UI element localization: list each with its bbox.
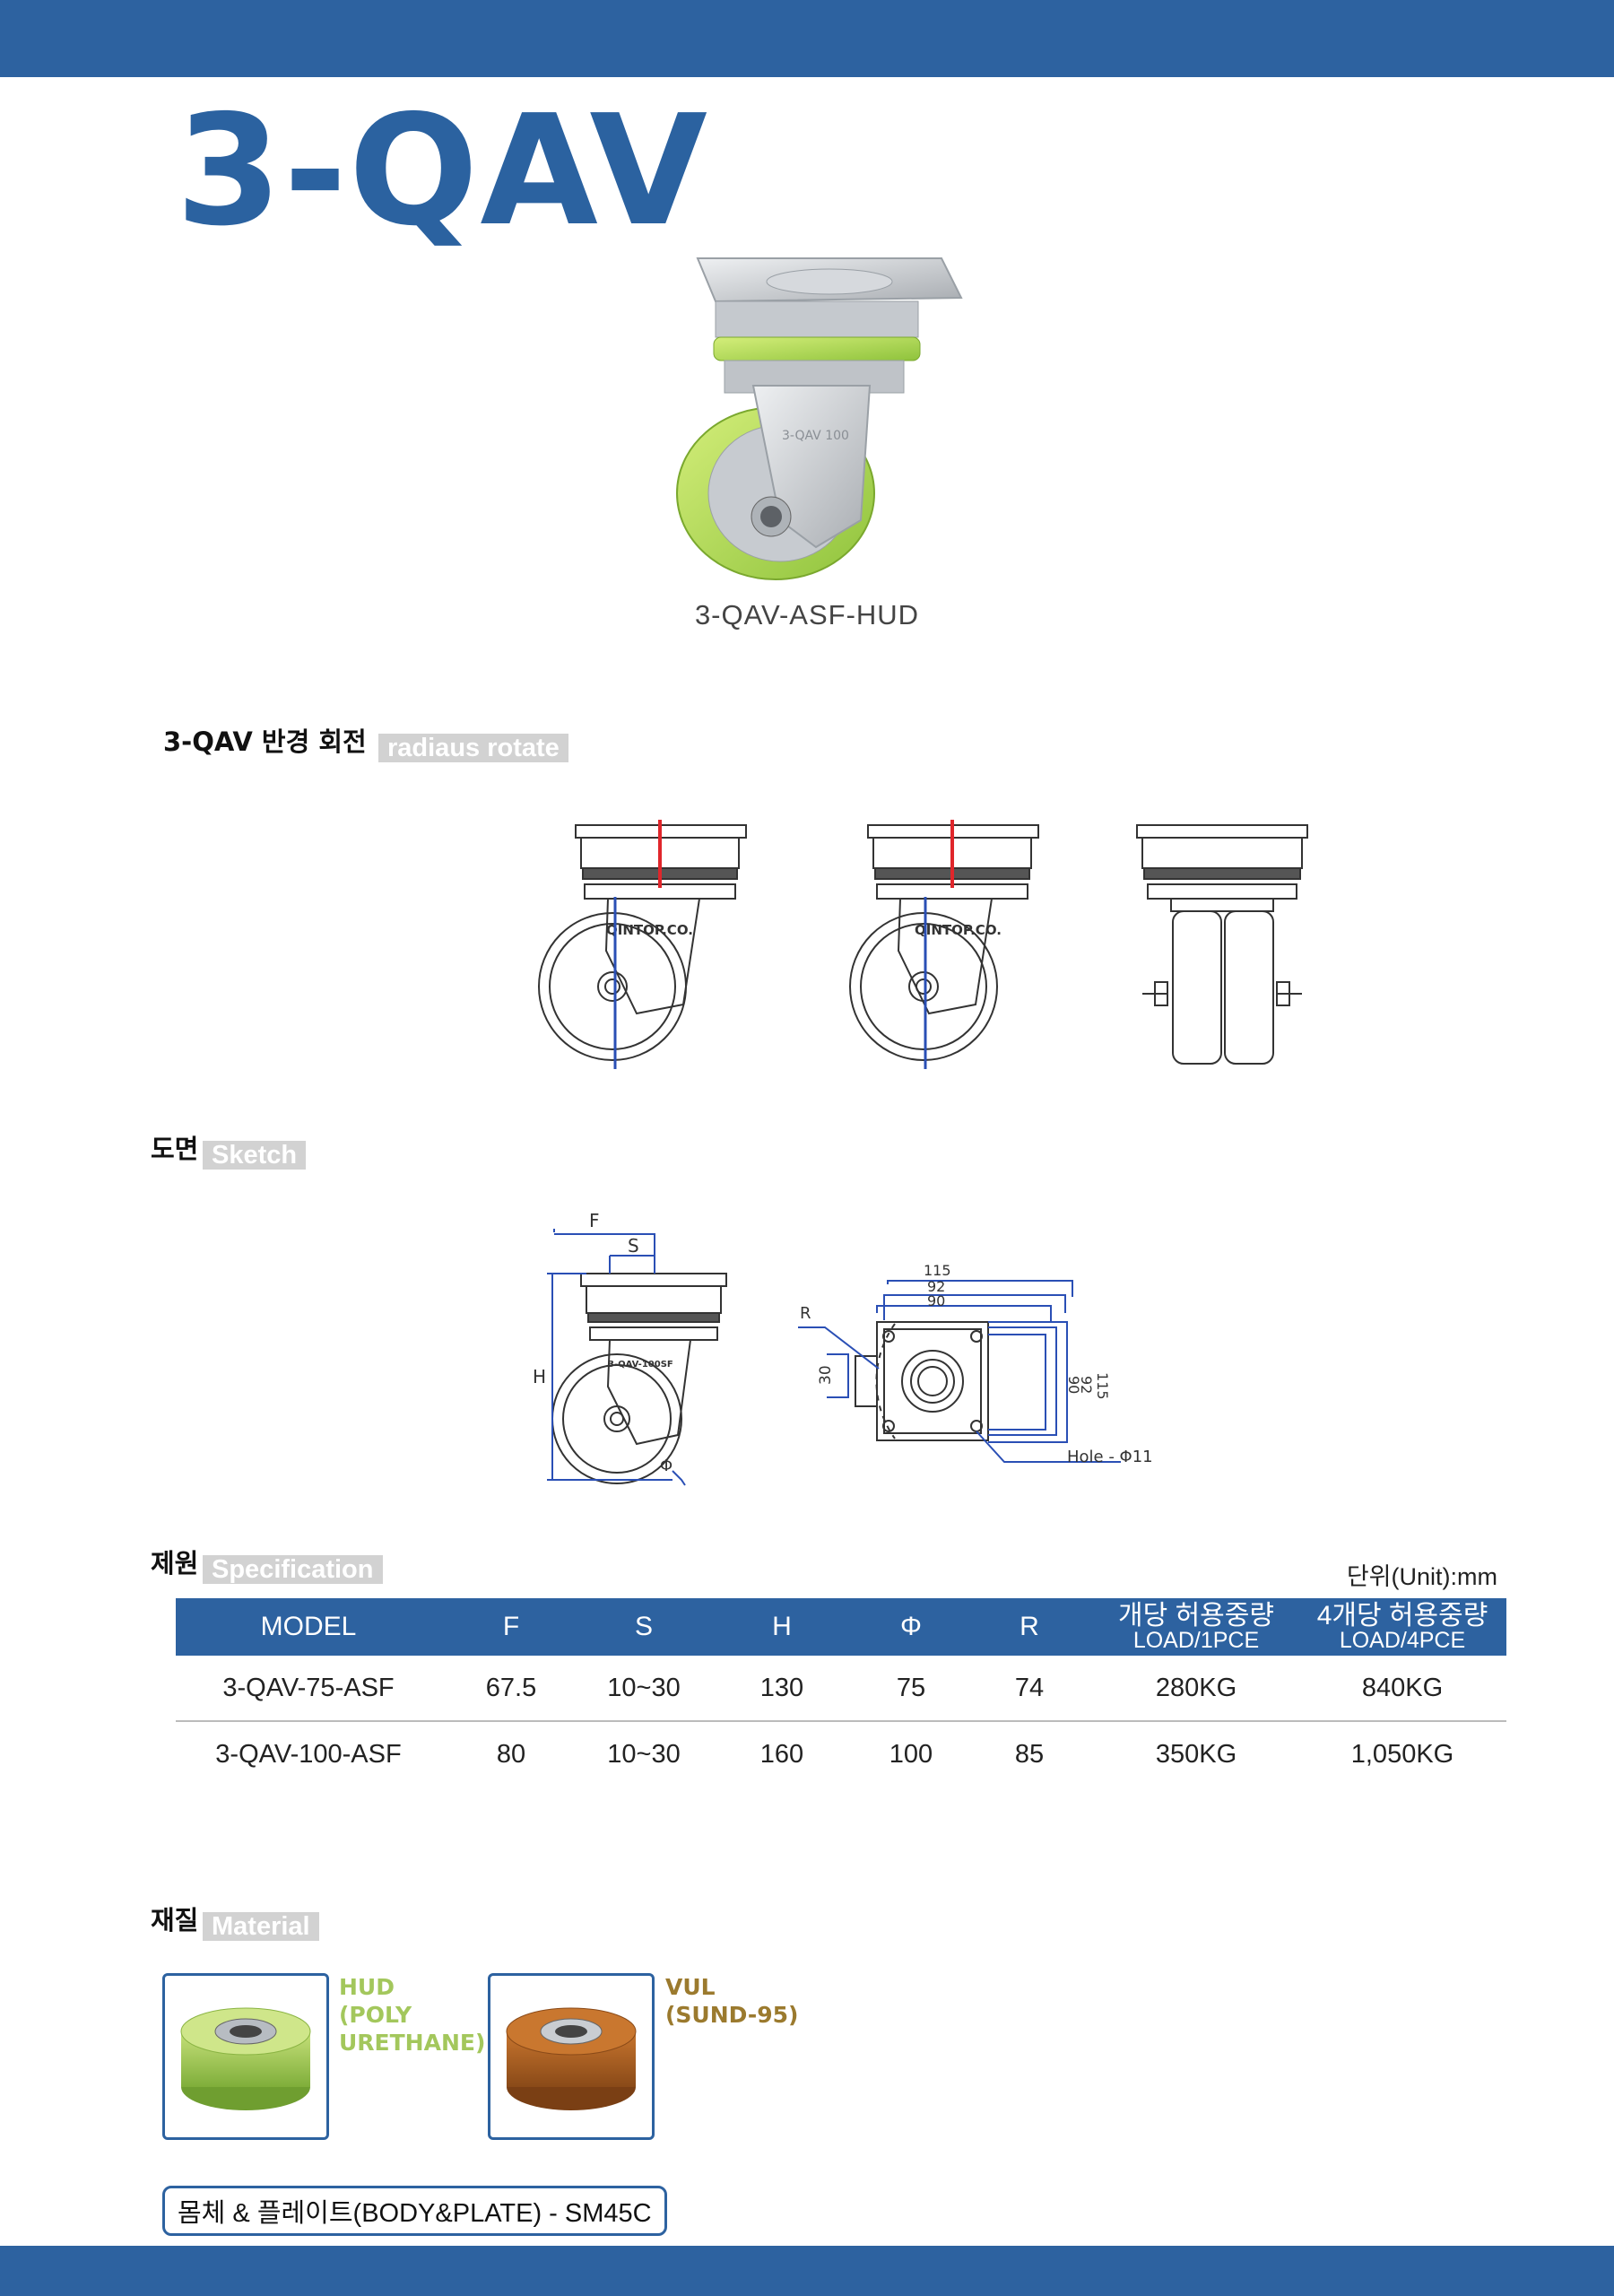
cell-f: 80	[496, 1739, 526, 1769]
cell-f: 67.5	[441, 1656, 581, 1722]
dim-115-side: 115	[1094, 1372, 1111, 1400]
th-load1-en: LOAD/1PCE	[1132, 1628, 1260, 1653]
section-spec-title-en: Specification	[203, 1555, 383, 1584]
cell-load4: 840KG	[1298, 1656, 1506, 1722]
vul-wheel-icon	[506, 2007, 637, 2110]
section-sketch-title-ko: 도면	[151, 1134, 199, 1164]
hud-line2: (POLY	[339, 2002, 412, 2028]
top-bar	[0, 0, 1614, 77]
dim-r: R	[800, 1304, 811, 1323]
th-load4-en: LOAD/4PCE	[1339, 1628, 1466, 1653]
section-material-title-en: Material	[203, 1912, 319, 1941]
th-phi: Φ	[857, 1598, 965, 1656]
dim-30: 30	[817, 1365, 835, 1385]
cell-phi: 75	[857, 1656, 965, 1722]
spec-table: MODEL F S H Φ R 개당 허용중량 LOAD/1PCE 4개당 허용…	[176, 1598, 1506, 1787]
section-sketch: 도면 Sketch	[151, 1128, 307, 1170]
dim-90-top: 90	[927, 1292, 945, 1309]
cell-r: 85	[1014, 1739, 1045, 1769]
table-row: 3-QAV-100-ASF 80 10~30 160 100 85 350KG …	[176, 1721, 1506, 1787]
cell-load1: 280KG	[1094, 1656, 1298, 1722]
th-load4: 4개당 허용중량 LOAD/4PCE	[1298, 1598, 1506, 1656]
radius-rotate-drawings: QINTOP.CO. QINTOP.CO.	[538, 820, 1308, 1069]
cell-load1: 350KG	[1155, 1739, 1237, 1769]
section-radius-title-ko: 3-QAV 반경 회전	[163, 726, 367, 757]
hud-line3: URETHANE)	[339, 2030, 486, 2056]
th-load1: 개당 허용중량 LOAD/1PCE	[1094, 1598, 1298, 1656]
page-title: 3-QAV	[176, 83, 709, 260]
unit-label: 단위(Unit):mm	[1346, 1563, 1497, 1590]
th-r: R	[965, 1598, 1094, 1656]
product-caption: 3-QAV-ASF-HUD	[694, 599, 920, 631]
section-material: 재질 Material	[151, 1900, 319, 1941]
caster-product-image: 3-QAV 100	[676, 257, 963, 580]
bottom-bar	[0, 2246, 1614, 2296]
cell-s: 10~30	[607, 1739, 681, 1769]
cell-load4: 1,050KG	[1350, 1739, 1454, 1769]
hud-wheel-icon	[180, 2007, 311, 2110]
cell-s: 10~30	[581, 1656, 707, 1722]
section-sketch-title-en: Sketch	[203, 1141, 307, 1170]
section-spec: 제원 Specification	[151, 1543, 383, 1584]
vul-line1: VUL	[665, 1974, 716, 2000]
th-load1-ko: 개당 허용중량	[1118, 1601, 1274, 1631]
hud-line1: HUD	[339, 1974, 395, 2000]
sketch-drawings: F S H Φ 3-QAV-100SF R 115 92 90 30 90 92…	[533, 1210, 1153, 1486]
th-f: F	[441, 1598, 581, 1656]
dim-h: H	[533, 1366, 546, 1387]
section-spec-title-ko: 제원	[151, 1548, 199, 1578]
th-s: S	[581, 1598, 707, 1656]
section-material-title-ko: 재질	[151, 1905, 199, 1935]
material-vul-label: VUL (SUND-95)	[665, 1973, 798, 2029]
hole-label: Hole - Φ11	[1067, 1448, 1153, 1466]
section-radius-rotate: 3-QAV 반경 회전 radiaus rotate	[163, 721, 568, 762]
cell-model: 3-QAV-75-ASF	[176, 1656, 441, 1722]
caster-body-text: 3-QAV 100	[782, 429, 849, 443]
cell-phi: 100	[889, 1739, 933, 1769]
material-hud-label: HUD (POLY URETHANE)	[339, 1973, 485, 2057]
th-load4-ko: 4개당 허용중량	[1316, 1601, 1488, 1631]
cell-h: 160	[759, 1739, 804, 1769]
dim-s: S	[628, 1235, 639, 1257]
dim-115-top: 115	[924, 1262, 951, 1279]
dim-phi: Φ	[660, 1457, 672, 1475]
material-vul-image	[488, 1973, 655, 2140]
th-h: H	[707, 1598, 857, 1656]
th-model: MODEL	[176, 1598, 441, 1656]
vul-line2: (SUND-95)	[665, 2002, 799, 2028]
section-radius-title-en: radiaus rotate	[378, 734, 568, 762]
dim-f: F	[589, 1210, 600, 1231]
spec-header-row: MODEL F S H Φ R 개당 허용중량 LOAD/1PCE 4개당 허용…	[176, 1598, 1506, 1656]
dim-90-side: 90	[1065, 1376, 1082, 1394]
table-row: 3-QAV-75-ASF 67.5 10~30 130 75 74 280KG …	[176, 1656, 1506, 1722]
cell-r: 74	[965, 1656, 1094, 1722]
brand-text-2: QINTOP.CO.	[915, 922, 1002, 938]
cell-h: 130	[707, 1656, 857, 1722]
material-hud-image	[162, 1973, 329, 2140]
sketch-model-text: 3-QAV-100SF	[608, 1360, 673, 1370]
brand-text-1: QINTOP.CO.	[606, 922, 693, 938]
body-plate-material: 몸체 & 플레이트(BODY&PLATE) - SM45C	[162, 2186, 667, 2236]
cell-model: 3-QAV-100-ASF	[215, 1739, 402, 1769]
dim-92-top: 92	[927, 1278, 945, 1295]
dim-92-side: 92	[1078, 1376, 1095, 1394]
